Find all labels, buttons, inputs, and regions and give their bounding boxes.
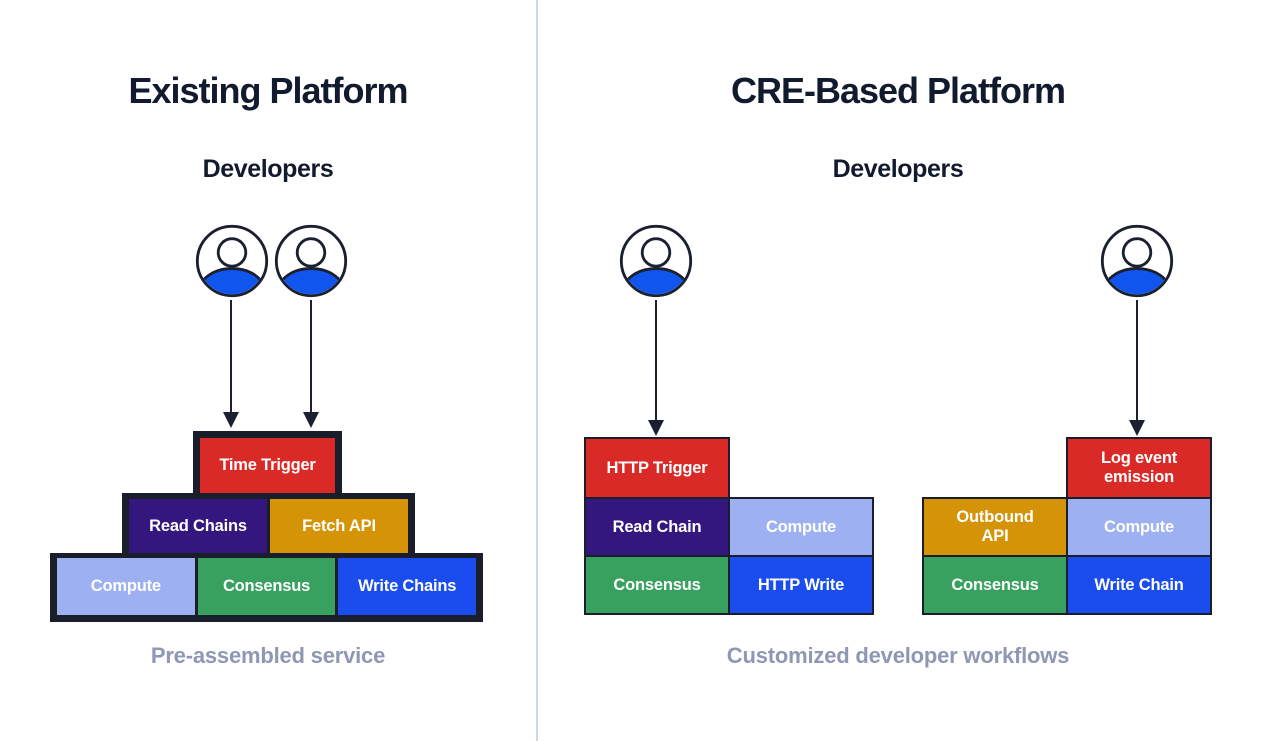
cell-consensus: Consensus: [922, 555, 1068, 615]
cre-developers-label: Developers: [832, 155, 964, 183]
panel-divider: [536, 0, 538, 741]
cell-write-chain: Write Chain: [1066, 555, 1212, 615]
pyramid-tier-3: Compute Consensus Write Chains: [50, 553, 483, 622]
arrow-down-icon: [1129, 300, 1145, 436]
arrow-down-icon: [223, 300, 239, 428]
cell-consensus: Consensus: [584, 555, 730, 615]
arrow-down-icon: [648, 300, 664, 436]
developer-icon: [195, 224, 269, 298]
cell-compute: Compute: [728, 497, 874, 557]
pyramid-tier-2: Read Chains Fetch API: [122, 493, 415, 553]
pyramid-tier-1: Time Trigger: [193, 431, 342, 493]
cell-outbound-api: Outbound API: [922, 497, 1068, 557]
cre-platform-caption: Customized developer workflows: [726, 643, 1070, 668]
cell-http-write: HTTP Write: [728, 555, 874, 615]
block-fetch-api: Fetch API: [270, 499, 408, 553]
arrow-down-icon: [303, 300, 319, 428]
cell-compute: Compute: [1066, 497, 1212, 557]
cell-log-event-emission: Log event emission: [1066, 437, 1212, 499]
block-compute: Compute: [57, 558, 195, 615]
block-consensus: Consensus: [197, 558, 336, 615]
block-read-chains: Read Chains: [129, 499, 267, 553]
developer-icon: [619, 224, 693, 298]
block-time-trigger: Time Trigger: [200, 438, 335, 493]
block-write-chains: Write Chains: [338, 558, 477, 615]
developer-icon: [274, 224, 348, 298]
cell-http-trigger: HTTP Trigger: [584, 437, 730, 499]
developer-icon: [1100, 224, 1174, 298]
cre-platform-title: CRE-Based Platform: [730, 70, 1066, 111]
existing-platform-caption: Pre-assembled service: [150, 643, 386, 668]
cell-read-chain: Read Chain: [584, 497, 730, 557]
existing-developers-label: Developers: [202, 155, 334, 183]
existing-platform-title: Existing Platform: [128, 70, 408, 111]
